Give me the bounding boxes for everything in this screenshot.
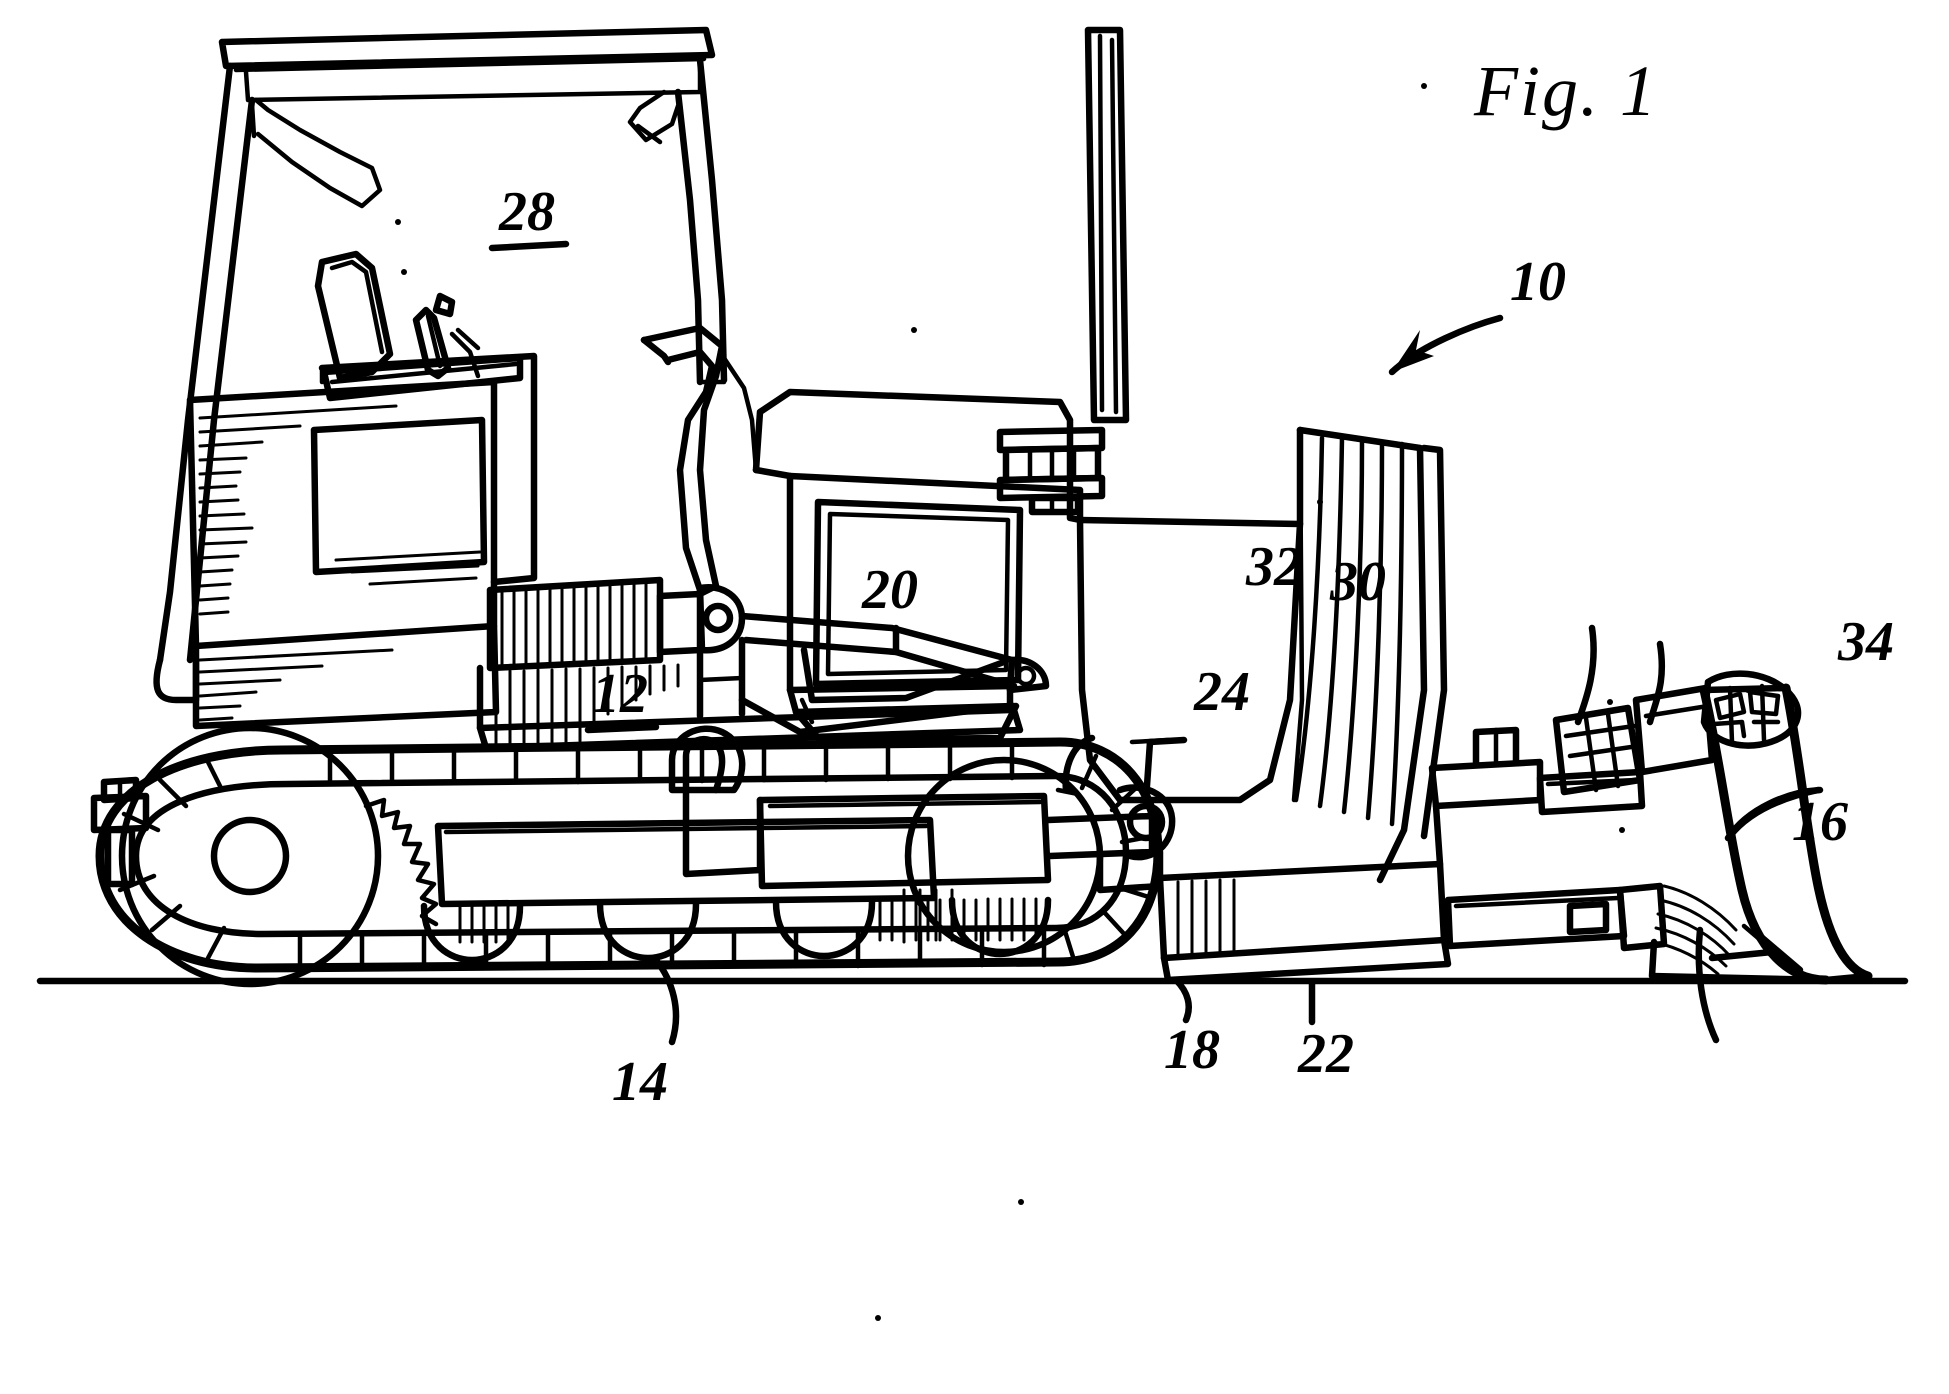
underline-12 xyxy=(584,723,660,734)
brace-joint-texture xyxy=(1711,683,1781,745)
reference-numeral-14: 14 xyxy=(612,1051,668,1113)
reference-numeral-10: 10 xyxy=(1510,251,1566,313)
rear-body-module xyxy=(186,352,538,730)
crawler-track xyxy=(90,724,1176,988)
dozer-blade xyxy=(1648,683,1873,985)
cylinder-rib-hatch xyxy=(500,580,648,670)
figure-title-group: Fig. 1 xyxy=(1473,51,1658,131)
shading-hatch-rear-body xyxy=(198,404,482,616)
reference-label-16: 16 xyxy=(1792,791,1848,853)
reference-numeral-32: 32 xyxy=(1245,536,1302,598)
reference-label-28: 28 xyxy=(498,181,555,243)
reference-label-20: 20 xyxy=(861,559,918,621)
reference-label-30: 30 xyxy=(1329,551,1386,613)
dash-and-steering-cowl xyxy=(640,324,759,598)
reference-label-18: 18 xyxy=(1164,1019,1220,1081)
reference-numeral-12: 12 xyxy=(584,663,660,734)
underline-28 xyxy=(488,240,570,252)
deck-rib-hatch xyxy=(494,663,680,746)
bottom-track-rollers xyxy=(420,896,1052,964)
operator-cab-rops xyxy=(153,26,728,704)
radiator-guard xyxy=(1076,426,1448,884)
reference-numeral-30: 30 xyxy=(1329,551,1386,613)
reference-numeral-28: 28 xyxy=(488,181,570,252)
exhaust-stack xyxy=(1084,26,1130,424)
reference-label-12: 12 xyxy=(592,663,648,725)
arrow-head-10 xyxy=(1392,330,1434,372)
grille-louvres xyxy=(1293,435,1405,827)
reference-numeral-20: 20 xyxy=(861,559,918,621)
pivot-pin xyxy=(702,602,734,634)
reference-label-34: 34 xyxy=(1837,611,1894,673)
roller-frame-hatch-left xyxy=(458,902,510,944)
air-precleaner xyxy=(996,426,1106,516)
track-adjuster xyxy=(90,776,150,888)
reference-label-32: 32 xyxy=(1245,536,1302,598)
reference-numeral-24: 24 xyxy=(1193,661,1250,723)
shading-hatch-lower-body xyxy=(198,648,394,722)
linkage-lattice xyxy=(1563,711,1641,793)
cylinder-rod-pin xyxy=(1015,665,1037,687)
tilt-linkage xyxy=(1552,704,1644,796)
reference-label-24: 24 xyxy=(1193,661,1250,723)
reference-numeral-18: 18 xyxy=(1164,1019,1220,1081)
reference-label-10: 10 xyxy=(1510,251,1566,313)
push-arm-hatch xyxy=(1176,878,1236,958)
reference-numeral-34: 34 xyxy=(1837,611,1894,673)
reference-numeral-16: 16 xyxy=(1792,791,1848,853)
track-shoe-divisions-top xyxy=(327,741,1015,787)
sprocket-teeth xyxy=(363,797,439,927)
reference-label-22: 22 xyxy=(1297,1023,1354,1085)
reference-label-14: 14 xyxy=(612,1051,668,1113)
scan-specks xyxy=(395,83,1751,1321)
equalizer-pin xyxy=(1126,802,1166,842)
drive-sprocket-outer xyxy=(118,724,382,988)
blade-pivot-mount xyxy=(1632,684,1716,776)
lift-cylinder xyxy=(738,612,1050,736)
blade-brace-joint xyxy=(1700,670,1802,749)
tractor-body-frame xyxy=(476,576,1024,752)
drive-sprocket-hub xyxy=(210,816,290,896)
reference-numeral-22: 22 xyxy=(1297,1023,1354,1085)
figure-title: Fig. 1 xyxy=(1473,51,1658,131)
callout-leader-34 xyxy=(1724,786,1824,842)
